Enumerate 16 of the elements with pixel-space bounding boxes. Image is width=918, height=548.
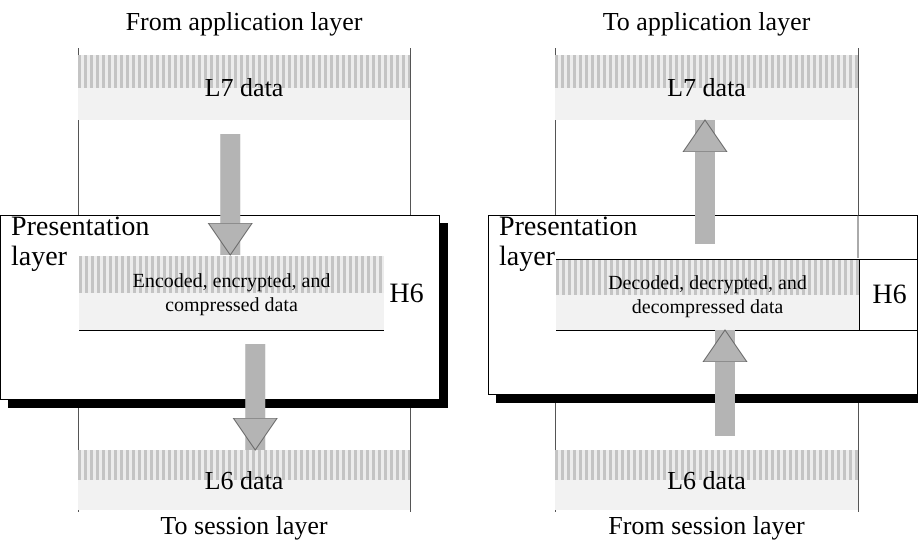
data-block: L6 data (78, 450, 410, 510)
data-block: Decoded, decrypted, and decompressed data (556, 259, 859, 331)
data-block: Encoded, encrypted, and compressed data (79, 256, 384, 331)
block-arrow (232, 344, 278, 450)
data-block: L6 data (555, 450, 858, 510)
block-arrow (208, 134, 253, 256)
layer-caption: To application layer (602, 6, 812, 38)
layer-caption: To session layer (159, 510, 329, 542)
layer-caption: From session layer (607, 510, 806, 542)
header-cell: H6 (859, 259, 918, 331)
header-label: H6 (384, 256, 429, 331)
block-arrow (682, 120, 728, 244)
data-block: L7 data (78, 55, 410, 120)
data-block: L7 data (555, 55, 858, 120)
block-arrow (702, 330, 748, 436)
layer-caption: From application layer (124, 6, 364, 38)
